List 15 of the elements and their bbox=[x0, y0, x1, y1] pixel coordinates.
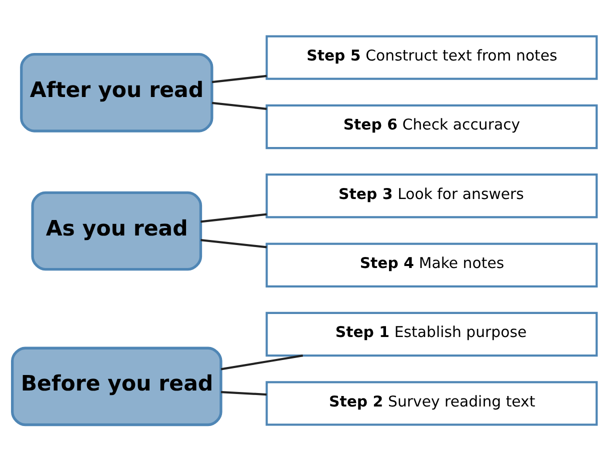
connector bbox=[212, 74, 267, 84]
connector bbox=[200, 239, 267, 248]
node-box: After you read bbox=[20, 53, 214, 132]
connector bbox=[220, 390, 267, 396]
node-box: Step 4 Make notes bbox=[266, 242, 598, 288]
connector bbox=[200, 213, 267, 223]
node-box: Before you read bbox=[11, 346, 222, 426]
node-box: Step 5 Construct text from notes bbox=[266, 35, 598, 80]
connector bbox=[212, 102, 267, 110]
connector bbox=[220, 354, 304, 370]
node-box: Step 1 Establish purpose bbox=[266, 312, 598, 357]
node-box: Step 6 Check accuracy bbox=[266, 104, 598, 150]
node-box: As you read bbox=[31, 191, 202, 271]
node-box: Step 3 Look for answers bbox=[266, 174, 598, 218]
node-box: Step 2 Survey reading text bbox=[266, 381, 598, 426]
